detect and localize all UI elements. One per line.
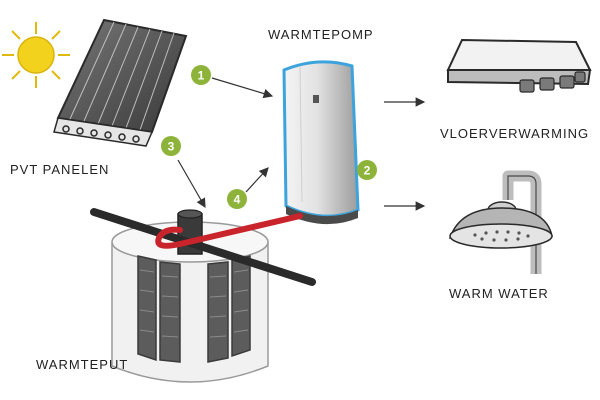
badge-1: 1 [191, 65, 211, 85]
badge-3: 3 [161, 136, 181, 156]
pvt-panel-illustration [53, 18, 188, 147]
label-heat-well: WARMTEPUT [36, 357, 129, 372]
arrow-heat-well-to-heat-pump [245, 167, 269, 193]
heat-well-illustration [90, 208, 316, 383]
label-floor-heating: VLOERVERWARMING [440, 126, 590, 141]
flow-arrows [177, 77, 426, 211]
arrow-panels-to-heat-pump [211, 77, 274, 99]
label-heat-pump: WARMTEPOMP [268, 27, 374, 42]
label-warm-water: WARM WATER [449, 286, 549, 301]
arrow-panels-to-heat-well [177, 159, 206, 209]
badge-4: 4 [227, 189, 247, 209]
svg-text:2: 2 [364, 164, 371, 178]
floor-heating-illustration [446, 38, 592, 93]
svg-text:3: 3 [168, 140, 175, 154]
badge-2: 2 [357, 160, 377, 180]
shower-illustration [448, 170, 553, 274]
svg-text:1: 1 [198, 69, 205, 83]
heat-pump-illustration [282, 60, 360, 225]
svg-text:4: 4 [234, 193, 241, 207]
label-pvt-panels: PVT PANELEN [10, 162, 110, 177]
sun-icon [2, 22, 70, 88]
